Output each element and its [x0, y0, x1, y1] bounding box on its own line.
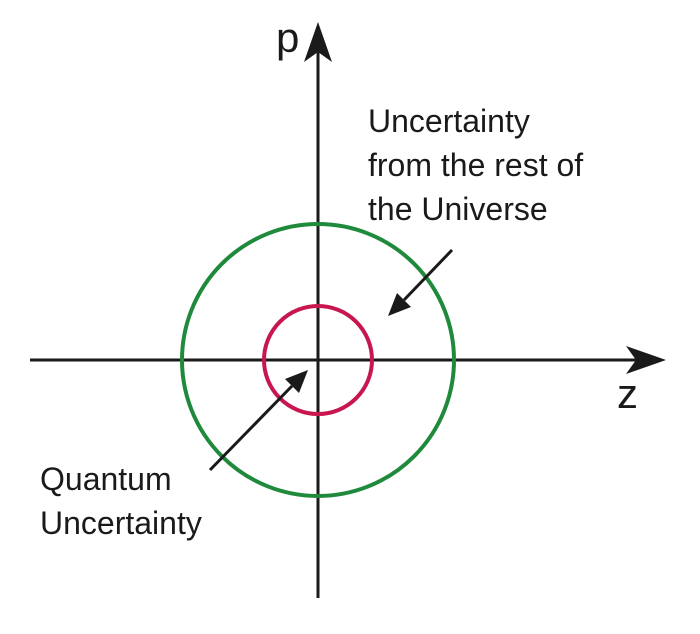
z-axis-arrowhead	[626, 346, 666, 374]
outer-uncertainty-label-line: from the rest of	[368, 147, 583, 183]
quantum-uncertainty-label-line: Uncertainty	[40, 505, 202, 541]
z-axis-label: z	[617, 370, 638, 417]
quantum-uncertainty-circle	[262, 304, 374, 416]
quantum-uncertainty-label: Quantum Uncertainty	[40, 461, 202, 541]
outer-uncertainty-circle	[180, 222, 456, 498]
outer-uncertainty-label-line: the Universe	[368, 191, 548, 227]
inner-label-pointer	[208, 384, 294, 472]
outer-uncertainty-label-line: Uncertainty	[368, 103, 530, 139]
p-axis-label: p	[276, 14, 299, 61]
p-axis-arrowhead	[304, 22, 332, 62]
outer-label-pointer-arrowhead	[388, 293, 411, 316]
outer-uncertainty-label: Uncertainty from the rest of the Univers…	[368, 103, 592, 227]
quantum-uncertainty-label-line: Quantum	[40, 461, 172, 497]
outer-label-pointer	[402, 248, 454, 302]
inner-label-pointer-arrowhead	[285, 370, 308, 393]
